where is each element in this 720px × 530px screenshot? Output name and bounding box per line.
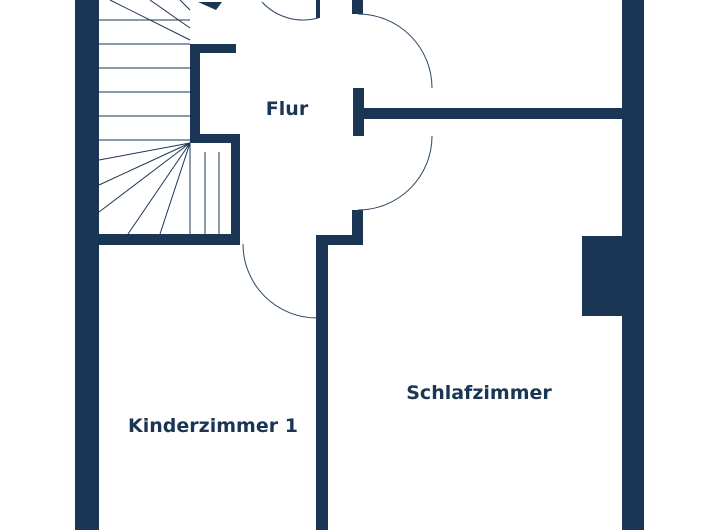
stair-direction-arrow-icon	[198, 2, 222, 10]
wall-hall-right-upper	[352, 0, 363, 14]
door-swing-top	[261, 1, 319, 21]
chimney	[582, 236, 623, 316]
door-swings	[242, 1, 433, 319]
room-label-schlafzimmer: Schlafzimmer	[406, 382, 552, 404]
wall-bedroom-bath-divider	[364, 108, 622, 119]
wall-hall-right-mid	[353, 88, 364, 136]
outer-wall-right	[622, 0, 644, 530]
door-swing-bathroom	[357, 13, 433, 89]
staircase	[98, 0, 220, 235]
wall-bedroom-top-stub	[316, 235, 363, 245]
door-swing-kinderzimmer	[242, 243, 318, 319]
wall-stair-landing-top	[190, 44, 236, 53]
fixtures	[582, 236, 623, 316]
wall-stair-bottom	[99, 234, 240, 245]
room-label-flur: Flur	[266, 98, 309, 120]
wall-stair-side	[190, 44, 200, 136]
outer-wall-left	[75, 0, 99, 530]
door-swing-bedroom	[357, 135, 433, 211]
room-label-kinderzimmer-1: Kinderzimmer 1	[128, 415, 298, 437]
wall-stair-lower-right	[231, 134, 240, 245]
wall-bedroom-left	[316, 235, 328, 530]
walls	[75, 0, 644, 530]
wall-hall-right-lower	[352, 210, 363, 245]
wall-stair-lower-top	[190, 134, 240, 143]
wall-top-door-jamb	[316, 0, 320, 18]
